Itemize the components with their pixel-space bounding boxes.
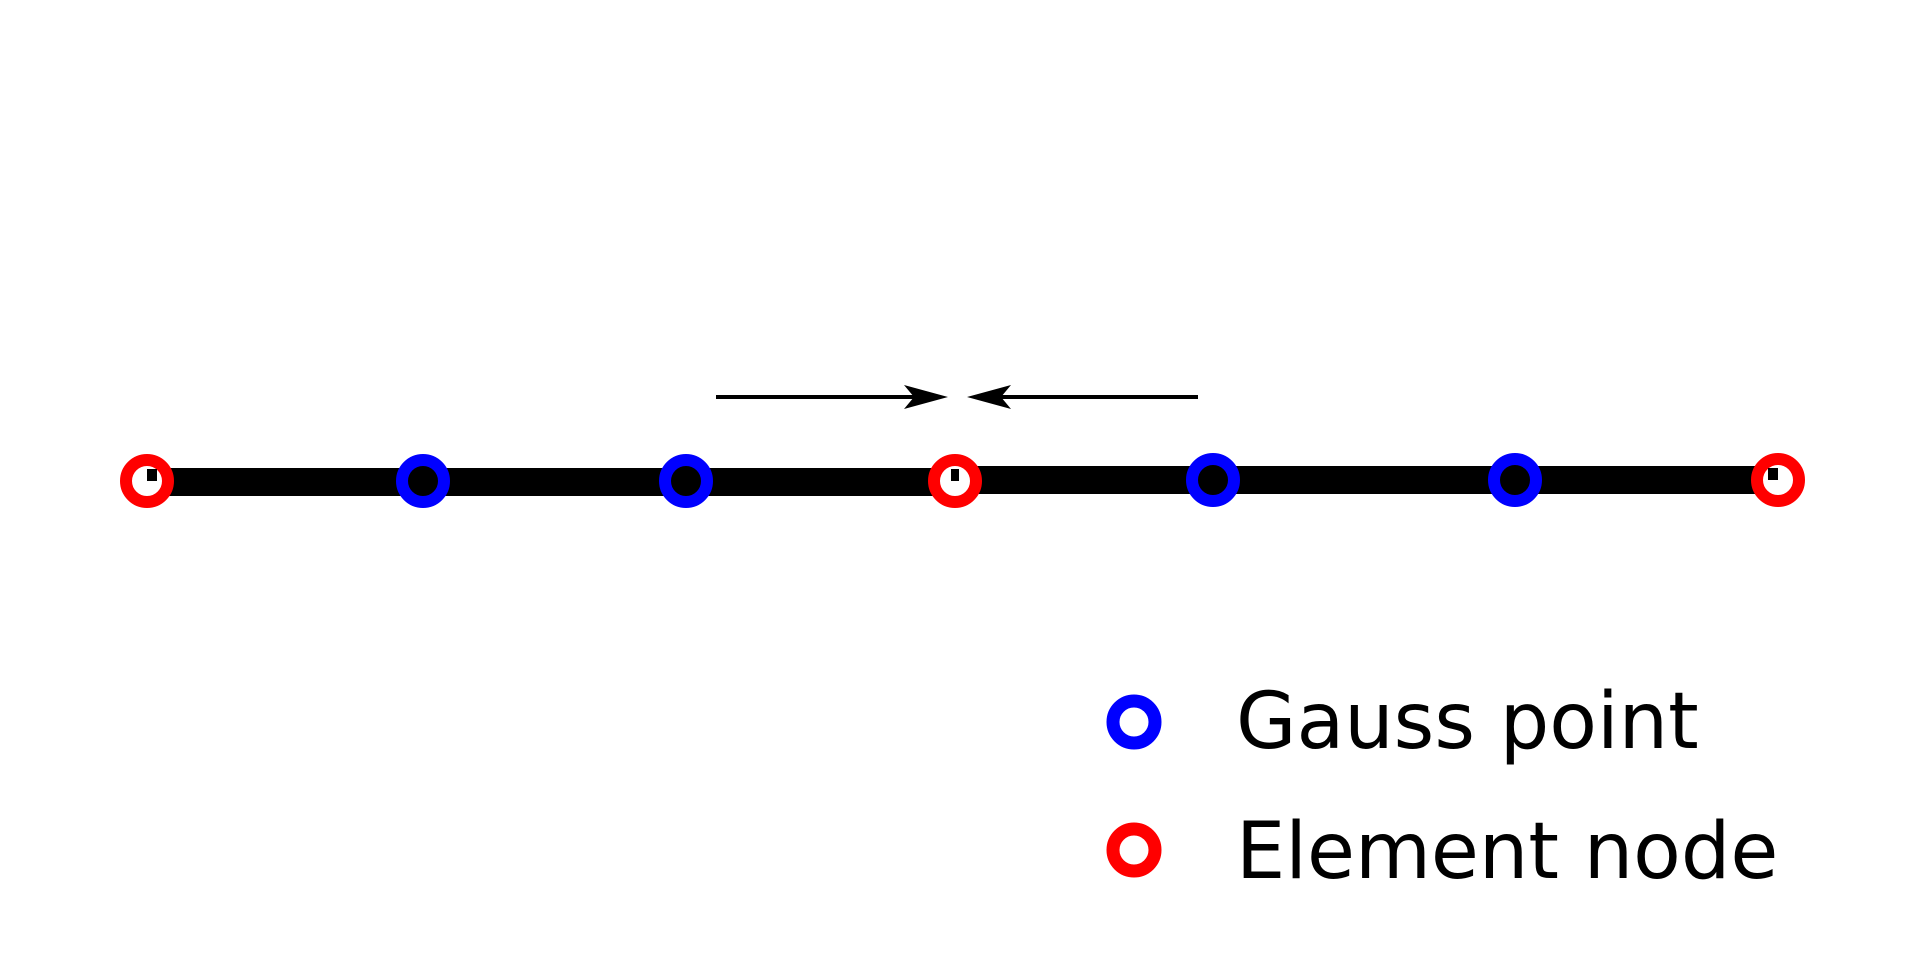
gauss-point-marker: [1488, 453, 1542, 507]
gauss-point: [396, 454, 450, 508]
gauss-point: [659, 454, 713, 508]
arrow-left: [967, 385, 1198, 409]
arrow-right: [716, 385, 948, 409]
element-node-bar-end: [951, 469, 959, 481]
mesh-points: [120, 453, 1805, 508]
element-node: [120, 454, 174, 508]
element-node: [1751, 453, 1805, 507]
legend-gauss-point-marker: [1106, 694, 1162, 750]
element-bar-right: [959, 466, 1782, 494]
gauss-point-marker: [659, 454, 713, 508]
gauss-point-marker: [1186, 453, 1240, 507]
arrow-right-head: [904, 385, 948, 409]
legend-element-node-label: Element node: [1236, 807, 1778, 897]
legend-item-element-node: Element node: [1106, 807, 1778, 897]
gauss-point: [1488, 453, 1542, 507]
legend-item-gauss-point: Gauss point: [1106, 677, 1699, 767]
arrow-left-head: [967, 385, 1011, 409]
legend-element-node-marker: [1106, 822, 1162, 878]
element-node-bar-end: [1768, 468, 1778, 480]
legend: Gauss point Element node: [1106, 677, 1778, 897]
gauss-point: [1186, 453, 1240, 507]
element-node: [928, 454, 982, 508]
legend-gauss-point-label: Gauss point: [1236, 677, 1699, 767]
gauss-point-marker: [396, 454, 450, 508]
element-node-bar-end: [147, 469, 157, 481]
element-bar-left: [147, 468, 959, 496]
